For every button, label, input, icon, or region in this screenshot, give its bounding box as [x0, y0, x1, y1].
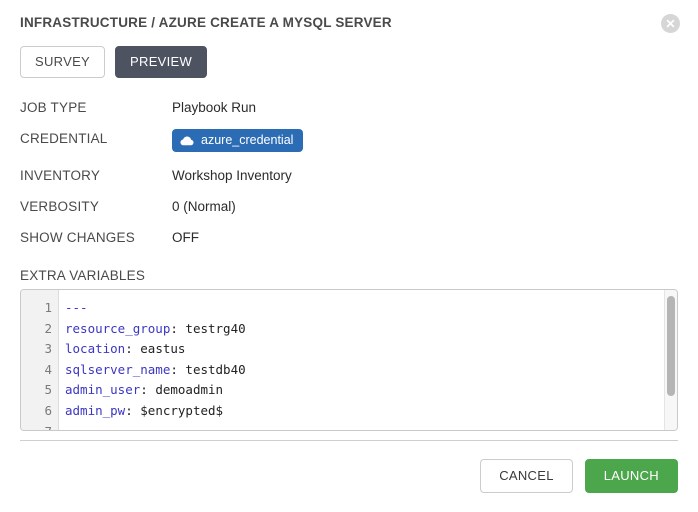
value-inventory: Workshop Inventory	[172, 166, 292, 186]
cancel-button[interactable]: CANCEL	[480, 459, 573, 493]
page-title: INFRASTRUCTURE / AZURE CREATE A MYSQL SE…	[20, 14, 678, 32]
cloud-icon	[180, 136, 194, 146]
code-sep: :	[125, 403, 140, 418]
editor-scrollbar[interactable]	[664, 290, 677, 430]
label-verbosity: VERBOSITY	[20, 197, 172, 217]
code-key: admin_user	[65, 382, 140, 397]
extra-variables-section: EXTRA VARIABLES 1 2 3 4 5 6 7 --- resour…	[0, 259, 698, 431]
editor-code-area[interactable]: --- resource_group: testrg40 location: e…	[59, 290, 677, 430]
extra-variables-label: EXTRA VARIABLES	[20, 267, 678, 285]
line-number: 5	[21, 380, 58, 401]
editor-gutter: 1 2 3 4 5 6 7	[21, 290, 59, 430]
label-credential: CREDENTIAL	[20, 129, 172, 149]
line-number: 4	[21, 360, 58, 381]
line-number: 2	[21, 319, 58, 340]
code-line: admin_user: demoadmin	[65, 380, 677, 401]
line-number: 3	[21, 339, 58, 360]
modal-header: INFRASTRUCTURE / AZURE CREATE A MYSQL SE…	[0, 0, 698, 32]
close-icon[interactable]	[661, 14, 680, 33]
value-credential: azure_credential	[172, 129, 303, 152]
credential-badge[interactable]: azure_credential	[172, 129, 303, 152]
code-key: ---	[65, 300, 88, 315]
code-value: testdb40	[185, 362, 245, 377]
code-line: ---	[65, 298, 677, 319]
tab-preview[interactable]: PREVIEW	[115, 46, 207, 78]
code-line: location: eastus	[65, 339, 677, 360]
detail-row-verbosity: VERBOSITY 0 (Normal)	[20, 197, 678, 219]
code-key: sqlserver_name	[65, 362, 170, 377]
code-key: location	[65, 341, 125, 356]
line-number: 7	[21, 422, 58, 431]
code-key: resource_group	[65, 321, 170, 336]
detail-row-show-changes: SHOW CHANGES OFF	[20, 228, 678, 250]
value-job-type: Playbook Run	[172, 98, 256, 118]
code-value: demoadmin	[155, 382, 223, 397]
tab-bar: SURVEY PREVIEW	[0, 32, 698, 78]
code-line: resource_group: testrg40	[65, 319, 677, 340]
line-number: 1	[21, 298, 58, 319]
detail-row-job-type: JOB TYPE Playbook Run	[20, 98, 678, 120]
line-number: 6	[21, 401, 58, 422]
code-value: testrg40	[185, 321, 245, 336]
code-sep: :	[140, 382, 155, 397]
label-show-changes: SHOW CHANGES	[20, 228, 172, 248]
code-sep: :	[125, 341, 140, 356]
extra-variables-editor[interactable]: 1 2 3 4 5 6 7 --- resource_group: testrg…	[20, 289, 678, 431]
launch-button[interactable]: LAUNCH	[585, 459, 678, 493]
code-sep: :	[170, 321, 185, 336]
code-value: $encrypted$	[140, 403, 223, 418]
code-line: sqlserver_name: testdb40	[65, 360, 677, 381]
job-details-list: JOB TYPE Playbook Run CREDENTIAL azure_c…	[0, 78, 698, 250]
close-x-glyph	[665, 18, 676, 29]
detail-row-credential: CREDENTIAL azure_credential	[20, 129, 678, 152]
value-verbosity: 0 (Normal)	[172, 197, 236, 217]
tab-survey[interactable]: SURVEY	[20, 46, 105, 78]
value-show-changes: OFF	[172, 228, 199, 248]
detail-row-inventory: INVENTORY Workshop Inventory	[20, 166, 678, 188]
label-inventory: INVENTORY	[20, 166, 172, 186]
code-key: admin_pw	[65, 403, 125, 418]
code-sep: :	[170, 362, 185, 377]
label-job-type: JOB TYPE	[20, 98, 172, 118]
credential-badge-label: azure_credential	[201, 133, 293, 148]
modal-footer: CANCEL LAUNCH	[0, 441, 698, 493]
code-line: admin_pw: $encrypted$	[65, 401, 677, 422]
editor-scrollbar-thumb[interactable]	[667, 296, 675, 396]
code-value: eastus	[140, 341, 185, 356]
